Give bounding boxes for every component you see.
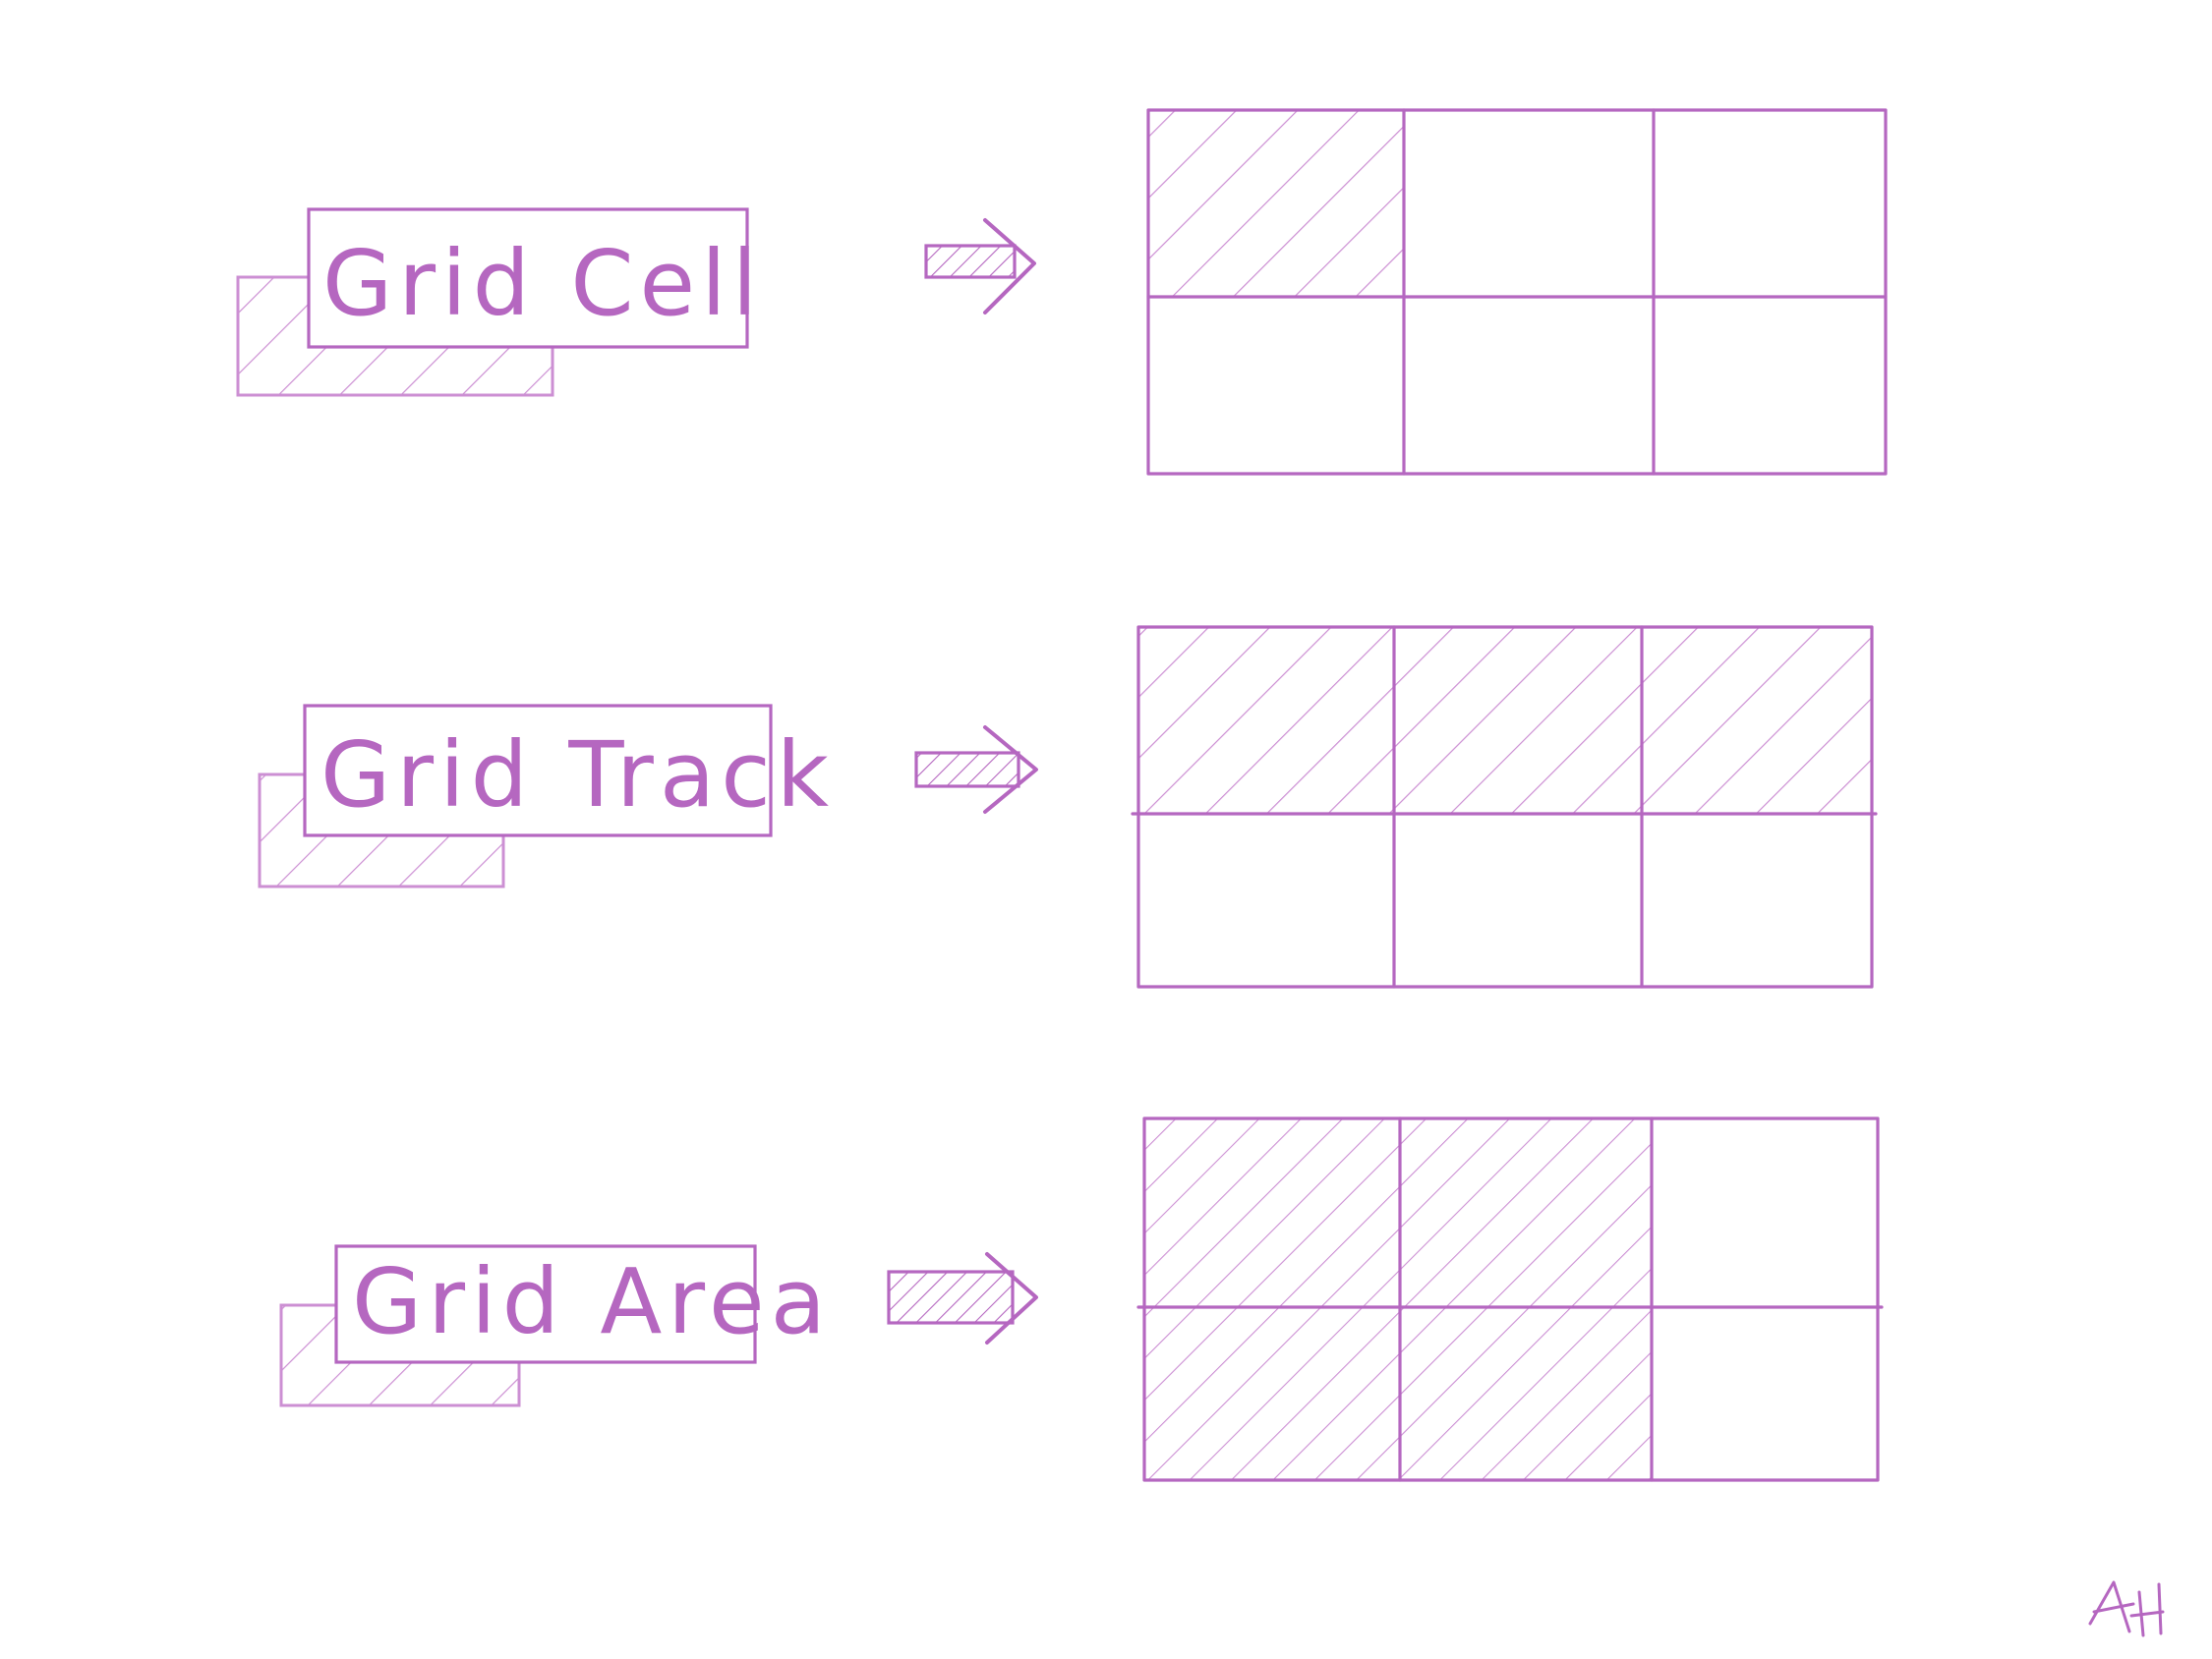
grid-area-highlight	[1144, 1118, 1652, 1480]
grid-cell-highlight	[1148, 110, 1404, 297]
grid-diagram	[1136, 1116, 1884, 1482]
row-grid-cell: Grid Cell	[236, 108, 1888, 476]
label-text: Grid Track	[320, 722, 835, 828]
grid-diagram	[1131, 625, 1878, 989]
label-text: Grid Cell	[322, 231, 763, 336]
label-box	[307, 207, 749, 349]
arrow-icon	[914, 725, 1038, 814]
row-grid-track: Grid Track	[258, 625, 1878, 989]
label-box	[334, 1244, 757, 1364]
label-grid-cell: Grid Cell	[236, 207, 763, 397]
arrow-icon	[887, 1252, 1038, 1344]
grid-diagram	[1146, 108, 1888, 476]
arrow-icon	[924, 218, 1036, 315]
row-grid-area: Grid Area	[279, 1116, 1884, 1482]
label-grid-track: Grid Track	[258, 704, 835, 888]
label-box	[303, 704, 773, 837]
signature	[2088, 1580, 2165, 1637]
label-text: Grid Area	[352, 1249, 832, 1354]
grid-track-highlight	[1138, 627, 1872, 814]
label-grid-area: Grid Area	[279, 1244, 832, 1407]
